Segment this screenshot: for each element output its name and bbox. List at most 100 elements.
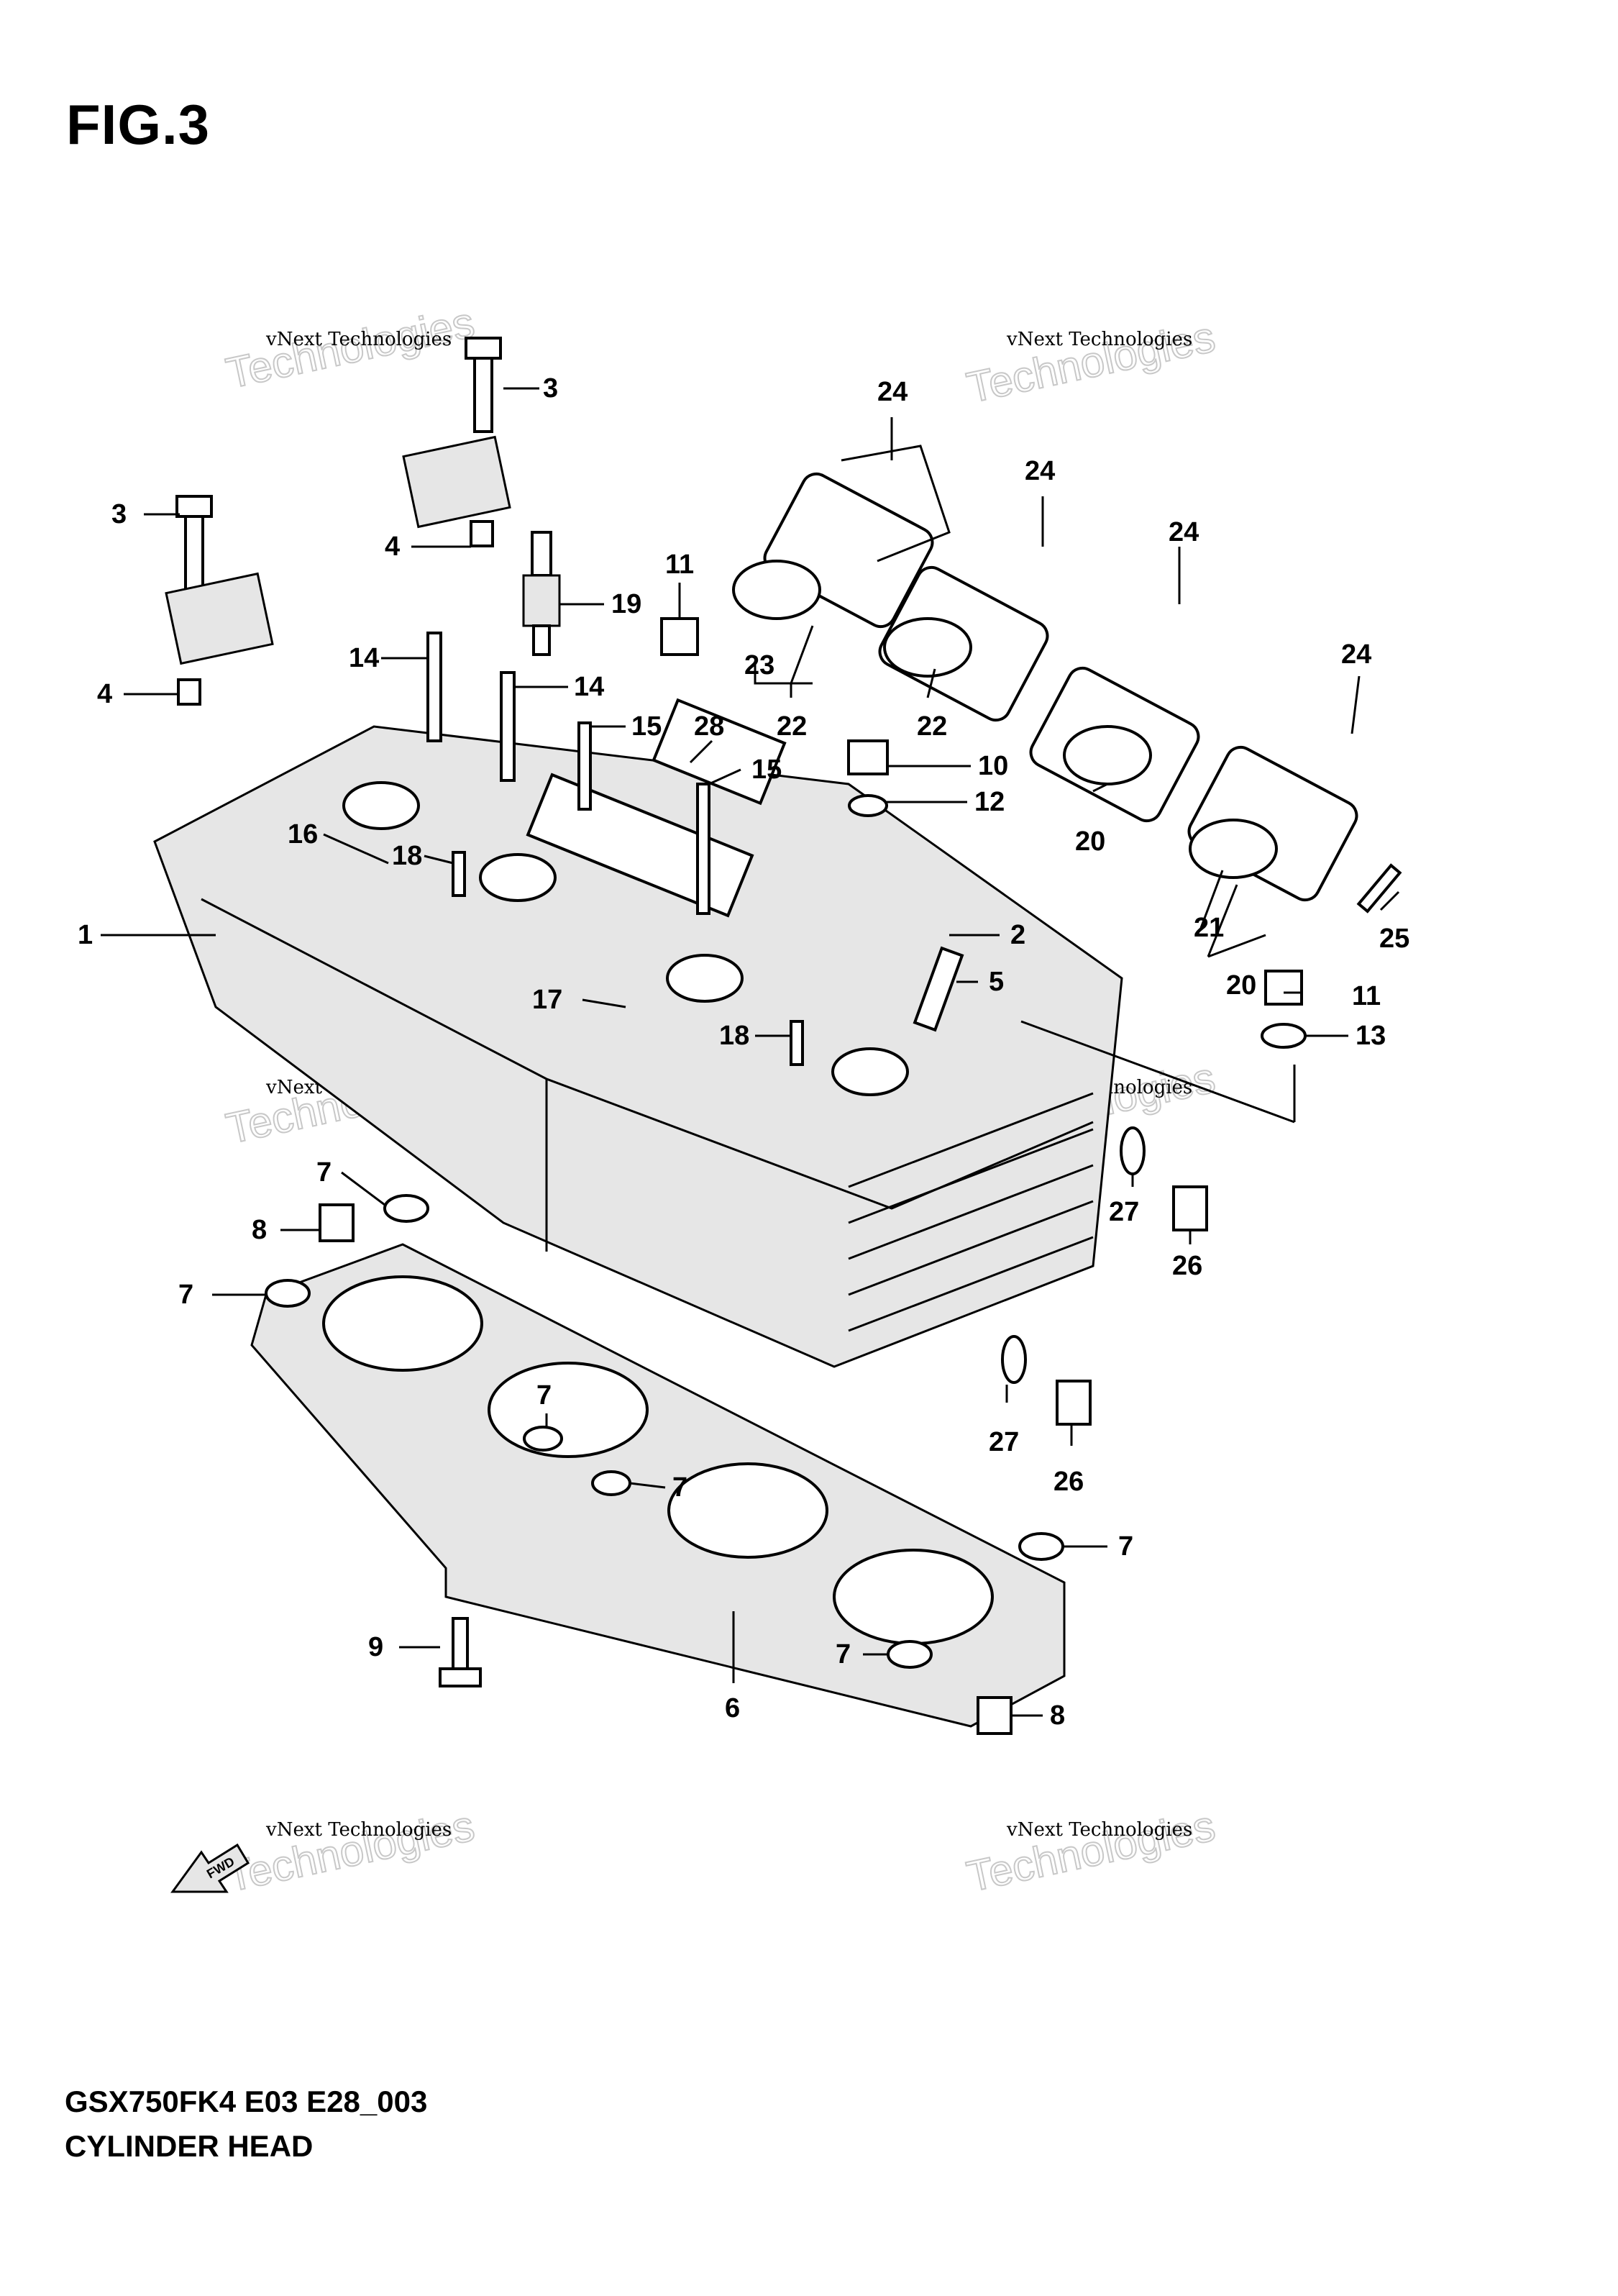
callout-16: 16 bbox=[288, 819, 318, 849]
callout-28: 28 bbox=[694, 711, 724, 742]
callout-27-upper: 27 bbox=[1109, 1197, 1139, 1227]
camshaft-holder-left bbox=[165, 572, 274, 665]
callout-18-left: 18 bbox=[392, 841, 422, 871]
bolt-18-center bbox=[790, 1020, 804, 1066]
callout-7-b: 7 bbox=[178, 1280, 193, 1310]
dowel-pin-8-upper bbox=[319, 1203, 355, 1242]
callout-24-a: 24 bbox=[877, 377, 908, 407]
callout-24-c: 24 bbox=[1169, 517, 1199, 547]
callout-1: 1 bbox=[78, 920, 93, 950]
bolt-3-left bbox=[175, 495, 213, 591]
intake-pipe-1 bbox=[732, 445, 951, 629]
forward-arrow: FWD bbox=[170, 1843, 250, 1893]
o-ring-7-a bbox=[383, 1194, 429, 1223]
washer-12 bbox=[848, 794, 888, 817]
callout-9: 9 bbox=[368, 1632, 383, 1662]
callout-24-d: 24 bbox=[1341, 639, 1371, 670]
o-ring-7-b bbox=[265, 1279, 311, 1308]
callout-20-upper: 20 bbox=[1075, 826, 1105, 857]
plug-26-upper bbox=[1172, 1185, 1208, 1231]
watermark-big-text: Technologies bbox=[963, 312, 1220, 411]
cap-nut-10 bbox=[847, 739, 889, 775]
o-ring-7-e bbox=[1018, 1532, 1064, 1561]
gasket-27-lower bbox=[1001, 1335, 1027, 1384]
callout-13: 13 bbox=[1356, 1021, 1386, 1051]
head-gasket bbox=[250, 1243, 1066, 1728]
callout-11-upper: 11 bbox=[665, 550, 694, 580]
figure-title: FIG.3 bbox=[66, 93, 211, 156]
o-ring-7-d bbox=[591, 1470, 631, 1496]
intake-pipe-2 bbox=[878, 565, 1049, 722]
gasket-27-upper bbox=[1120, 1126, 1146, 1175]
callout-7-f: 7 bbox=[836, 1639, 851, 1669]
callout-8-lower: 8 bbox=[1050, 1700, 1065, 1731]
callout-21: 21 bbox=[1194, 913, 1224, 943]
spark-plug bbox=[522, 531, 561, 656]
callout-5: 5 bbox=[989, 967, 1004, 997]
diagram-code: GSX750FK4 E03 E28_003 bbox=[65, 2085, 428, 2118]
callout-3-upper: 3 bbox=[543, 373, 558, 404]
washer-13 bbox=[1261, 1023, 1307, 1049]
watermark-bottom-left: Technologies vNext Technologies bbox=[221, 1800, 480, 1901]
callout-8-upper: 8 bbox=[252, 1215, 267, 1245]
watermark-small-text: vNext Technologies bbox=[265, 329, 452, 350]
nut-11-upper bbox=[660, 617, 699, 656]
callout-15-lower: 15 bbox=[751, 755, 782, 785]
callout-19: 19 bbox=[611, 589, 641, 619]
o-ring-7-c bbox=[523, 1426, 563, 1452]
watermark-big-text: Technologies bbox=[222, 1801, 479, 1900]
watermark-top-left: Technologies vNext Technologies bbox=[221, 297, 480, 398]
callout-27-lower: 27 bbox=[989, 1427, 1019, 1457]
callout-14-right: 14 bbox=[574, 672, 604, 702]
callout-18-center: 18 bbox=[719, 1021, 749, 1051]
callout-22-right: 22 bbox=[917, 711, 947, 742]
callout-26-upper: 26 bbox=[1172, 1251, 1202, 1281]
callout-10: 10 bbox=[978, 751, 1008, 781]
intake-pipe-3 bbox=[1029, 666, 1200, 823]
dowel-pin-4-upper bbox=[470, 520, 494, 547]
callout-7-d: 7 bbox=[672, 1472, 687, 1503]
callout-15-upper: 15 bbox=[631, 711, 662, 742]
plug-5 bbox=[913, 946, 964, 1032]
leader-lines bbox=[101, 387, 1400, 1717]
stud-bolt-14-right bbox=[500, 671, 516, 782]
plug-26-lower bbox=[1056, 1380, 1092, 1426]
callout-26-lower: 26 bbox=[1053, 1467, 1084, 1497]
callout-4-left: 4 bbox=[97, 679, 112, 709]
bolt-9 bbox=[439, 1617, 482, 1687]
watermark-small-text: vNext Technologies bbox=[265, 1819, 452, 1841]
callout-7-a: 7 bbox=[316, 1157, 332, 1188]
cylinder-head bbox=[153, 698, 1123, 1368]
callout-6: 6 bbox=[725, 1693, 740, 1723]
callout-2: 2 bbox=[1010, 920, 1025, 950]
callout-7-e: 7 bbox=[1118, 1531, 1133, 1562]
callout-3-left: 3 bbox=[111, 499, 127, 529]
callout-17: 17 bbox=[532, 985, 562, 1015]
bolt-3-upper bbox=[465, 337, 502, 433]
stud-bolt-14-left bbox=[426, 632, 442, 742]
callout-22-left: 22 bbox=[777, 711, 807, 742]
bolt-18-left bbox=[452, 851, 466, 897]
callout-14-left: 14 bbox=[349, 643, 379, 673]
bolt-25 bbox=[1356, 863, 1402, 914]
watermark-big-text: Technologies bbox=[963, 1801, 1220, 1900]
dowel-pin-4-left bbox=[177, 678, 201, 706]
nut-11-lower bbox=[1264, 970, 1303, 1006]
callout-20-lower: 20 bbox=[1226, 970, 1256, 1001]
callout-7-c: 7 bbox=[536, 1380, 552, 1411]
callout-24-b: 24 bbox=[1025, 456, 1055, 486]
watermark-small-text: vNext Technologies bbox=[1006, 1819, 1192, 1841]
o-ring-7-f bbox=[887, 1640, 933, 1669]
stud-bolt-15-left bbox=[577, 721, 592, 811]
watermark-bottom-right: Technologies vNext Technologies bbox=[962, 1800, 1220, 1901]
callout-25: 25 bbox=[1379, 924, 1409, 954]
callout-23: 23 bbox=[744, 650, 774, 680]
stud-bolt-15-right bbox=[696, 783, 710, 915]
callout-12: 12 bbox=[974, 787, 1005, 817]
diagram-part-name: CYLINDER HEAD bbox=[65, 2129, 314, 2163]
dowel-pin-8-lower bbox=[977, 1696, 1013, 1735]
callout-11-lower: 11 bbox=[1352, 981, 1381, 1011]
callout-4-upper: 4 bbox=[385, 532, 400, 562]
watermark-top-right: Technologies vNext Technologies bbox=[962, 311, 1220, 412]
